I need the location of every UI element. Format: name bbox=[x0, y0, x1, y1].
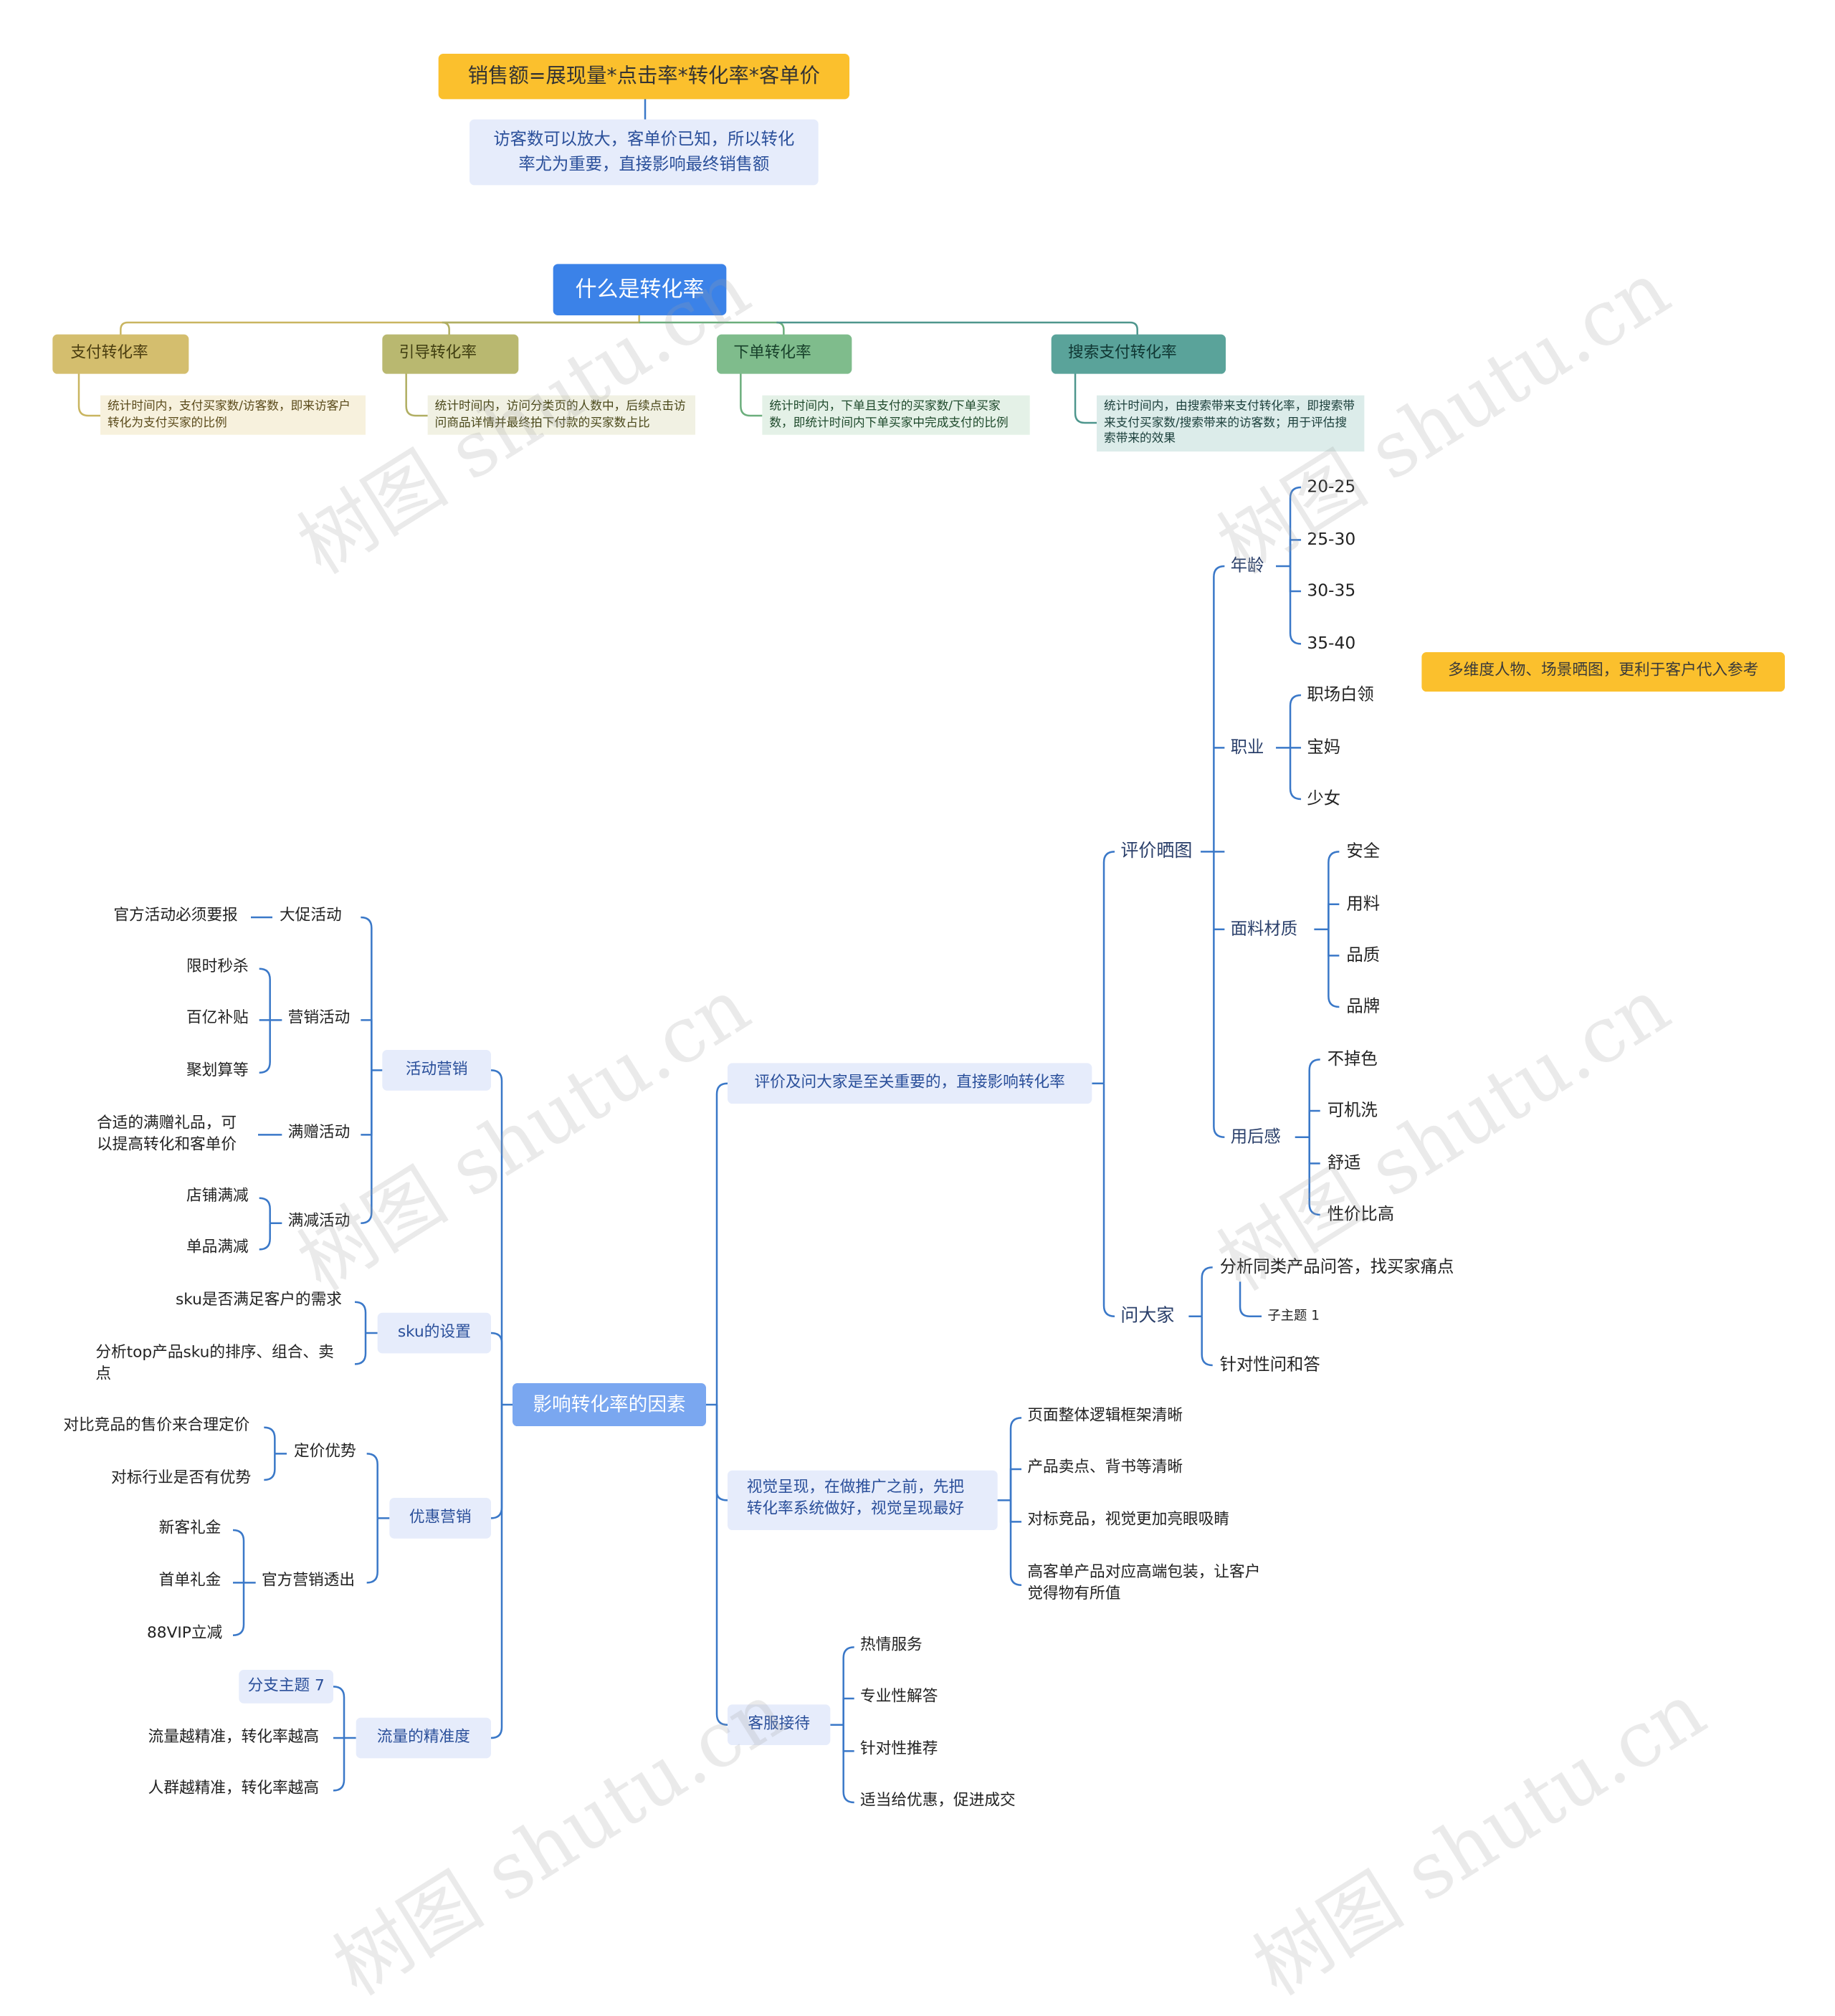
formula-note-node[interactable]: 访客数可以放大，客单价已知，所以转化率尤为重要，直接影响最终销售额 bbox=[470, 119, 819, 186]
traffic-precision-node[interactable]: 流量的精准度 bbox=[356, 1717, 492, 1759]
order-conversion-desc: 统计时间内，下单且支付的买家数/下单买家数，即统计时间内下单买家中完成支付的比例 bbox=[762, 395, 1030, 435]
visual-node[interactable]: 视觉呈现，在做推广之前，先把 转化率系统做好，视觉呈现最好 bbox=[728, 1470, 998, 1531]
gift-activity-line: 合适的满赠礼品，可 bbox=[97, 1114, 237, 1133]
sku-item[interactable]: sku是否满足客户的需求 bbox=[176, 1291, 342, 1309]
fabric-item[interactable]: 品质 bbox=[1346, 946, 1381, 965]
job-item[interactable]: 宝妈 bbox=[1307, 738, 1341, 758]
discount-activity-item[interactable]: 单品满减 bbox=[186, 1238, 249, 1257]
visual-label-line: 视觉呈现，在做推广之前，先把 bbox=[746, 1478, 965, 1497]
service-item[interactable]: 适当给优惠，促进成交 bbox=[860, 1792, 1016, 1810]
sku-item[interactable]: 分析top产品sku的排序、组合、卖 点 bbox=[95, 1342, 333, 1384]
guide-conversion-desc: 统计时间内，访问分类页的人数中，后续点击访问商品详情并最终拍下付款的买家数占比 bbox=[427, 395, 696, 435]
pay-conversion-desc: 统计时间内，支付买家数/访客数，即来访客户转化为支付买家的比例 bbox=[100, 395, 366, 435]
official-promo-node[interactable]: 官方营销透出 bbox=[262, 1572, 356, 1590]
order-conversion-node[interactable]: 下单转化率 bbox=[717, 334, 852, 374]
shaitu-note-node[interactable]: 多维度人物、场景晒图，更利于客户代入参考 bbox=[1421, 652, 1786, 692]
after-use-node[interactable]: 用后感 bbox=[1230, 1127, 1281, 1147]
discount-activity-item[interactable]: 店铺满减 bbox=[186, 1187, 249, 1205]
visual-item[interactable]: 产品卖点、背书等清晰 bbox=[1027, 1458, 1183, 1477]
pay-conversion-node[interactable]: 支付转化率 bbox=[52, 334, 189, 374]
fabric-item[interactable]: 用料 bbox=[1346, 894, 1381, 914]
formula-node[interactable]: 销售额=展现量*点击率*转化率*客单价 bbox=[438, 54, 850, 100]
age-node[interactable]: 年龄 bbox=[1230, 556, 1264, 576]
sku-item-line: 分析top产品sku的排序、组合、卖 bbox=[95, 1344, 334, 1362]
sku-item-line: 点 bbox=[95, 1365, 112, 1383]
after-use-item[interactable]: 不掉色 bbox=[1327, 1050, 1378, 1069]
marketing-activity-item[interactable]: 聚划算等 bbox=[186, 1061, 249, 1080]
fabric-item[interactable]: 安全 bbox=[1346, 842, 1381, 861]
job-item[interactable]: 职场白领 bbox=[1307, 685, 1374, 705]
visual-item[interactable]: 对标竞品，视觉更加亮眼吸睛 bbox=[1027, 1511, 1230, 1529]
activity-marketing-node[interactable]: 活动营销 bbox=[382, 1050, 492, 1091]
visual-item-line: 觉得物有所值 bbox=[1027, 1585, 1121, 1604]
factors-root-node[interactable]: 影响转化率的因素 bbox=[513, 1383, 707, 1427]
traffic-item[interactable]: 人群越精准，转化率越高 bbox=[148, 1779, 320, 1798]
job-item[interactable]: 少女 bbox=[1307, 789, 1341, 809]
traffic-item[interactable]: 流量越精准，转化率越高 bbox=[148, 1728, 320, 1747]
search-pay-conversion-desc: 统计时间内，由搜索带来支付转化率，即搜索带来支付买家数/搜索带来的访客数；用于评… bbox=[1097, 395, 1365, 452]
sku-node[interactable]: sku的设置 bbox=[377, 1312, 492, 1354]
job-node[interactable]: 职业 bbox=[1230, 738, 1264, 758]
age-item[interactable]: 30-35 bbox=[1307, 581, 1356, 601]
marketing-activity-node[interactable]: 营销活动 bbox=[287, 1009, 351, 1028]
guide-conversion-node[interactable]: 引导转化率 bbox=[382, 334, 519, 374]
ask-item[interactable]: 针对性问和答 bbox=[1219, 1355, 1320, 1375]
big-promo-item[interactable]: 官方活动必须要报 bbox=[113, 907, 238, 925]
discount-activity-node[interactable]: 满减活动 bbox=[287, 1212, 351, 1231]
mind-map-canvas: 销售额=展现量*点击率*转化率*客单价 访客数可以放大，客单价已知，所以转化率尤… bbox=[52, 54, 1786, 2013]
pricing-node[interactable]: 定价优势 bbox=[294, 1443, 356, 1461]
ask-node[interactable]: 问大家 bbox=[1120, 1304, 1175, 1327]
visual-item[interactable]: 高客单产品对应高端包装，让客户 觉得物有所值 bbox=[1027, 1562, 1260, 1606]
fabric-node[interactable]: 面料材质 bbox=[1230, 919, 1298, 940]
what-is-conversion-node[interactable]: 什么是转化率 bbox=[553, 264, 727, 316]
ask-item[interactable]: 分析同类产品问答，找买家痛点 bbox=[1219, 1258, 1454, 1277]
search-pay-conversion-node[interactable]: 搜索支付转化率 bbox=[1051, 334, 1226, 374]
branch-topic-7-node[interactable]: 分支主题 7 bbox=[239, 1670, 334, 1704]
ask-subtopic[interactable]: 子主题 1 bbox=[1267, 1308, 1320, 1324]
connector-lines bbox=[77, 97, 1340, 1804]
visual-label-line: 转化率系统做好，视觉呈现最好 bbox=[746, 1500, 965, 1519]
review-node[interactable]: 评价及问大家是至关重要的，直接影响转化率 bbox=[728, 1063, 1092, 1104]
service-item[interactable]: 热情服务 bbox=[860, 1636, 923, 1655]
gift-activity-line: 以提高转化和客单价 bbox=[97, 1136, 237, 1155]
pricing-item[interactable]: 对比竞品的售价来合理定价 bbox=[63, 1416, 250, 1435]
big-promo-node[interactable]: 大促活动 bbox=[280, 907, 342, 925]
fabric-item[interactable]: 品牌 bbox=[1346, 997, 1381, 1017]
pricing-item[interactable]: 对标行业是否有优势 bbox=[111, 1469, 252, 1488]
after-use-item[interactable]: 可机洗 bbox=[1327, 1101, 1378, 1121]
visual-item[interactable]: 页面整体逻辑框架清晰 bbox=[1027, 1407, 1183, 1425]
gift-activity-item[interactable]: 合适的满赠礼品，可 以提高转化和客单价 bbox=[97, 1113, 237, 1157]
age-item[interactable]: 25-30 bbox=[1307, 530, 1356, 550]
gift-activity-node[interactable]: 满赠活动 bbox=[287, 1124, 351, 1142]
official-promo-item[interactable]: 首单礼金 bbox=[158, 1572, 221, 1590]
visual-item-line: 高客单产品对应高端包装，让客户 bbox=[1027, 1563, 1261, 1582]
service-node[interactable]: 客服接待 bbox=[728, 1704, 831, 1746]
marketing-activity-item[interactable]: 百亿补贴 bbox=[186, 1009, 249, 1028]
service-item[interactable]: 针对性推荐 bbox=[860, 1740, 938, 1759]
after-use-item[interactable]: 舒适 bbox=[1327, 1154, 1361, 1173]
shaitu-node[interactable]: 评价晒图 bbox=[1120, 839, 1193, 861]
service-item[interactable]: 专业性解答 bbox=[860, 1688, 938, 1706]
after-use-item[interactable]: 性价比高 bbox=[1327, 1205, 1395, 1225]
promo-marketing-node[interactable]: 优惠营销 bbox=[389, 1498, 492, 1539]
age-item[interactable]: 20-25 bbox=[1307, 477, 1356, 497]
marketing-activity-item[interactable]: 限时秒杀 bbox=[186, 957, 249, 976]
age-item[interactable]: 35-40 bbox=[1307, 634, 1356, 654]
official-promo-item[interactable]: 88VIP立减 bbox=[147, 1624, 223, 1643]
official-promo-item[interactable]: 新客礼金 bbox=[158, 1519, 221, 1538]
